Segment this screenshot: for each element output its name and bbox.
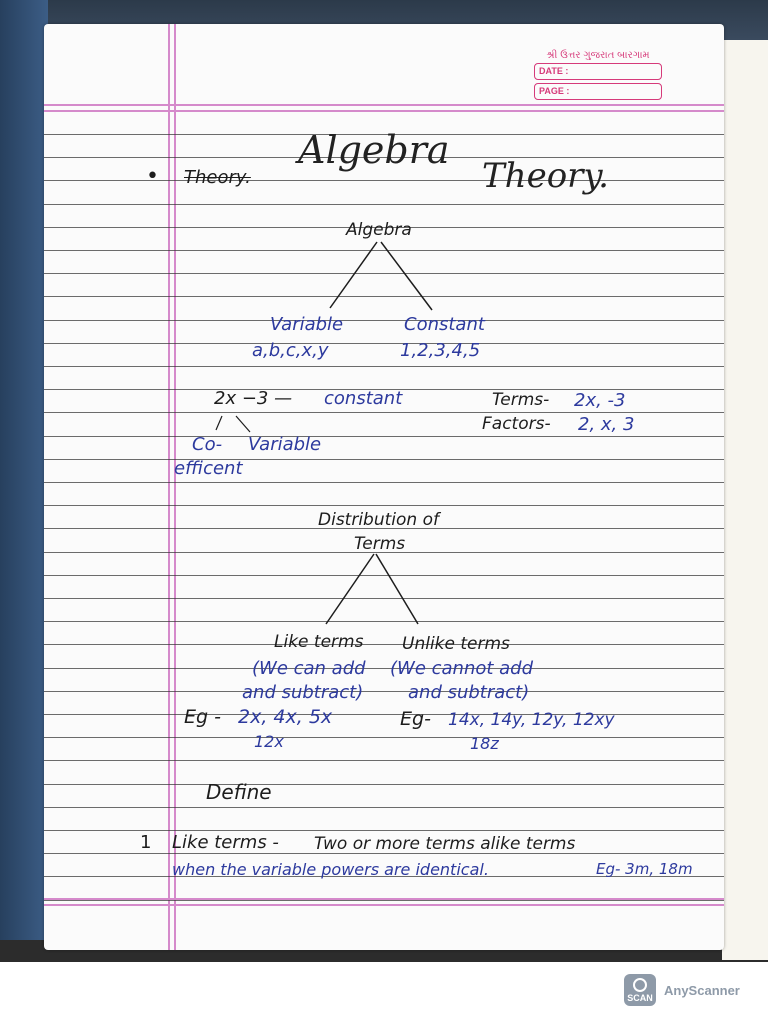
ruled-line (44, 552, 724, 553)
tree2-right-note2: and subtract) (408, 682, 530, 703)
left-eg-label: Eg - (184, 706, 221, 728)
variable-label: Variable (248, 434, 322, 455)
tree1-left: Variable (270, 314, 344, 335)
left-eg: 2x, 4x, 5x (238, 706, 333, 728)
ruled-line (44, 644, 724, 645)
define-number: 1 (140, 832, 152, 853)
tree2-left-note1: (We can add (252, 658, 366, 679)
ruled-line (44, 830, 724, 831)
bullet: • (146, 164, 159, 189)
title-algebra: Algebra (298, 128, 450, 172)
ruled-line (44, 227, 724, 228)
tree2-right: Unlike terms (402, 634, 510, 654)
tree2-left-note2: and subtract) (242, 682, 364, 703)
ruled-line (44, 459, 724, 460)
expression: 2x −3 — (214, 388, 293, 409)
ruled-line (44, 784, 724, 785)
ruled-line (44, 273, 724, 274)
left-margin-line-2 (174, 24, 176, 950)
factors-label: Factors- (482, 414, 551, 434)
tree1-root: Algebra (346, 220, 412, 240)
define-text-2: when the variable powers are identical. (172, 860, 489, 879)
bottom-margin-line-2 (44, 904, 724, 906)
ruled-line (44, 598, 724, 599)
scanner-brand: AnyScanner (664, 982, 740, 998)
ruled-line (44, 528, 724, 529)
ruled-line (44, 853, 724, 854)
background-right (722, 40, 768, 960)
right-eg2: 18z (470, 734, 499, 753)
tree-diagram-lines (215, 241, 433, 625)
date-page-stamp: શ્રી ઉત્તર ગુજરાત બારગામ DATE : PAGE : (534, 50, 662, 103)
stamp-header: શ્રી ઉત્તર ગુજરાત બારગામ (546, 50, 650, 61)
ruled-line (44, 760, 724, 761)
tree2-root-line1: Distribution of (318, 510, 439, 530)
right-eg-label: Eg- (400, 708, 431, 730)
tree1-right-sub: 1,2,3,4,5 (400, 340, 481, 361)
ruled-line (44, 389, 724, 390)
ruled-line (44, 296, 724, 297)
ruled-line (44, 575, 724, 576)
ruled-line (44, 157, 724, 158)
tree2-left: Like terms (274, 632, 364, 652)
background-left (0, 0, 48, 960)
factors-value: 2, x, 3 (578, 414, 635, 435)
tree2-root-line2: Terms (354, 534, 406, 554)
ruled-line (44, 668, 724, 669)
title-theory: Theory. (482, 156, 609, 196)
ruled-line (44, 621, 724, 622)
ruled-line (44, 876, 724, 877)
tree1-left-sub: a,b,c,x,y (252, 340, 329, 361)
ruled-line (44, 412, 724, 413)
ruled-line (44, 250, 724, 251)
scanner-icon: SCAN (624, 974, 656, 1006)
terms-value: 2x, -3 (574, 390, 626, 411)
define-text-1: Two or more terms alike terms (314, 834, 576, 854)
left-margin-line (168, 24, 170, 950)
define-term: Like terms - (172, 832, 279, 853)
tree1-right: Constant (404, 314, 485, 335)
notebook-page: શ્રી ઉત્તર ગુજરાત બારગામ DATE : PAGE : •… (44, 24, 724, 950)
ruled-line (44, 366, 724, 367)
ruled-line (44, 691, 724, 692)
scanner-watermark: SCAN AnyScanner (624, 974, 740, 1006)
top-margin-line-2 (44, 110, 724, 112)
page-box: PAGE : (534, 83, 662, 100)
ruled-line (44, 807, 724, 808)
ruled-line (44, 436, 724, 437)
terms-label: Terms- (492, 390, 550, 410)
ruled-line (44, 320, 724, 321)
top-margin-line (44, 104, 724, 106)
coefficient-label: Co- (192, 434, 223, 455)
coefficient-cont: efficent (174, 458, 243, 479)
ruled-line (44, 714, 724, 715)
date-box: DATE : (534, 63, 662, 80)
bottom-margin-line (44, 898, 724, 900)
ruled-line (44, 505, 724, 506)
ruled-line (44, 204, 724, 205)
ruled-line (44, 343, 724, 344)
struck-heading: Theory. (184, 167, 251, 188)
ruled-line (44, 180, 724, 181)
left-eg2: 12x (254, 732, 284, 751)
ruled-line (44, 482, 724, 483)
expression-constant: constant (324, 388, 403, 409)
ruled-line (44, 737, 724, 738)
ruled-line (44, 900, 724, 901)
ruled-line (44, 134, 724, 135)
define-eg: Eg- 3m, 18m (596, 860, 693, 878)
define-heading: Define (206, 780, 272, 804)
tree2-right-note1: (We cannot add (390, 658, 534, 679)
right-eg: 14x, 14y, 12y, 12xy (448, 710, 615, 730)
